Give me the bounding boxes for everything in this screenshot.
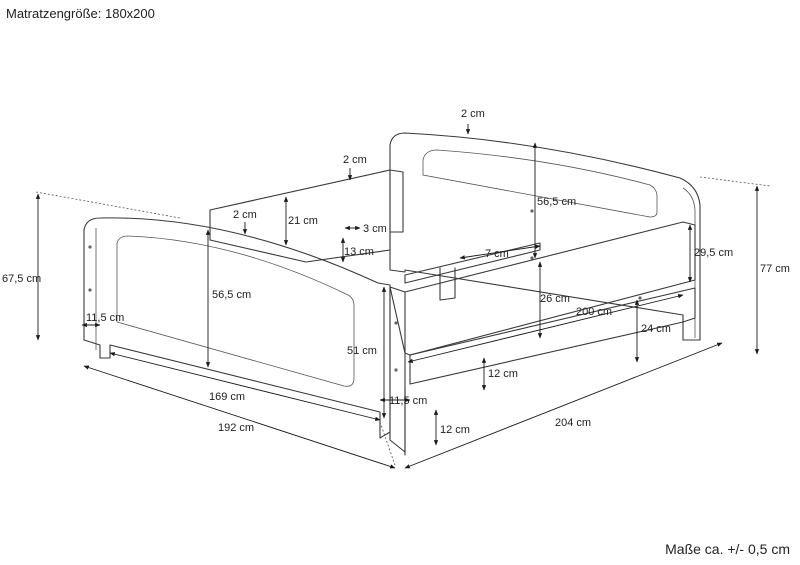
- dimension-labels: 2 cm 56,5 cm 77 cm 29,5 cm 7 cm 26 cm 20…: [2, 108, 790, 436]
- label-outer-length: 204 cm: [555, 417, 591, 429]
- page-title: Matratzengröße: 180x200: [6, 6, 155, 21]
- label-rail-thickness: 2 cm: [233, 209, 257, 221]
- label-side-height: 56,5 cm: [537, 196, 576, 208]
- label-foot-leg: 11,5 cm: [86, 312, 124, 324]
- label-inner-length: 200 cm: [576, 306, 612, 318]
- label-slat-13: 13 cm: [344, 246, 374, 258]
- label-ground: 12 cm: [440, 424, 470, 436]
- label-head-total: 77 cm: [760, 263, 790, 275]
- label-inner-width: 169 cm: [209, 391, 245, 403]
- tolerance-note: Maße ca. +/- 0,5 cm: [665, 541, 790, 557]
- crossbar: [404, 242, 541, 301]
- headboard: [389, 132, 701, 341]
- label-mid-thickness: 2 cm: [343, 154, 367, 166]
- label-rail-height: 21 cm: [288, 215, 318, 227]
- label-side-inner: 26 cm: [540, 293, 570, 305]
- label-outer-width: 192 cm: [218, 422, 254, 434]
- label-clearance: 12 cm: [488, 368, 518, 380]
- label-foot-panel: 56,5 cm: [212, 289, 251, 301]
- label-front-leg: 51 cm: [347, 345, 377, 357]
- label-slat-3: 3 cm: [363, 223, 387, 235]
- label-leg-side: 24 cm: [641, 323, 671, 335]
- label-crossbar: 7 cm: [485, 248, 509, 260]
- label-front-thick: 11,5 cm: [389, 395, 427, 407]
- dimension-lines: [35, 124, 760, 469]
- label-foot-total: 67,5 cm: [2, 273, 41, 285]
- label-side-panel-height: 29,5 cm: [694, 247, 733, 259]
- label-top-thickness-head: 2 cm: [461, 108, 485, 120]
